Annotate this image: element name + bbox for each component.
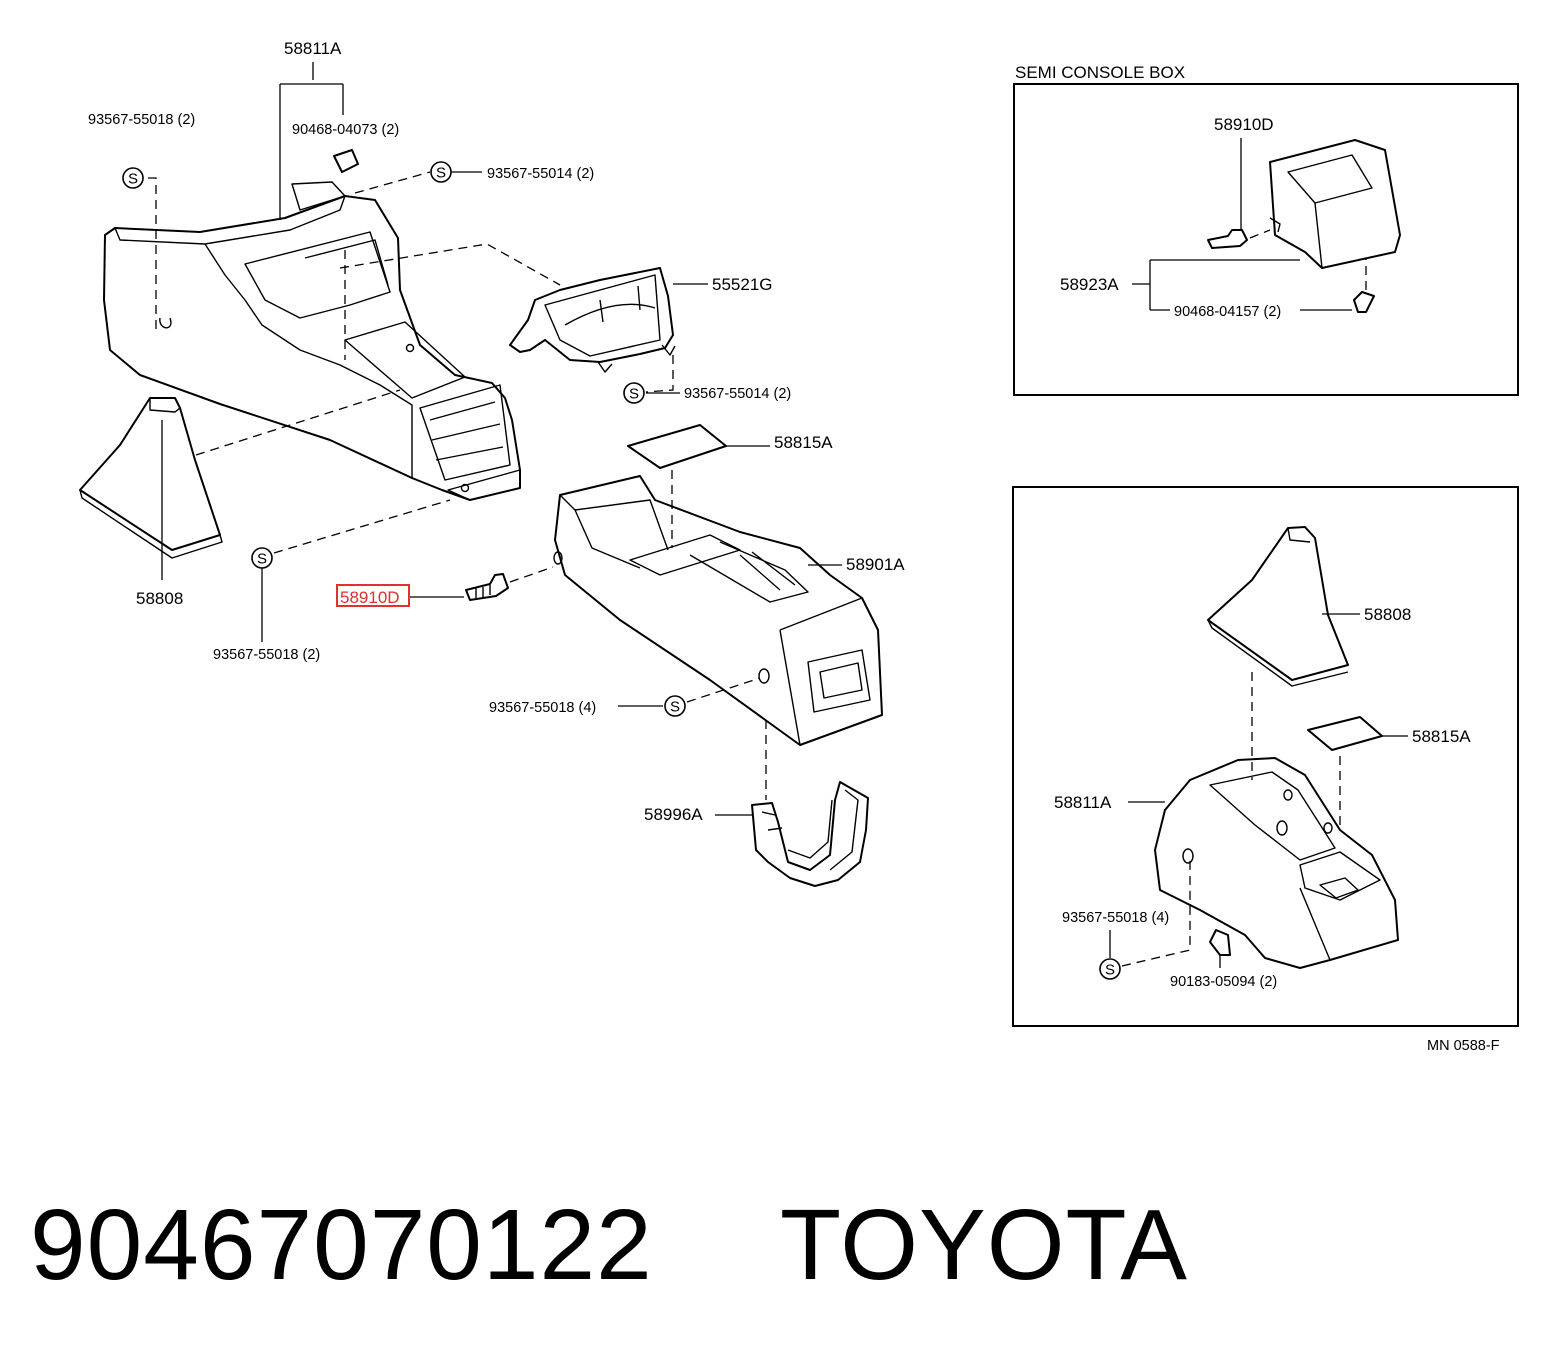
bracket-58996A[interactable]: 58996A	[644, 720, 869, 887]
label-58811A-inset[interactable]: 58811A	[1054, 793, 1112, 812]
rear-console-58901A[interactable]: 58901A	[553, 475, 905, 746]
svg-text:S: S	[1105, 962, 1115, 979]
label-93567-55014-mid[interactable]: 93567-55014 (2)	[684, 386, 791, 402]
screw-58910D-main[interactable]: 58910D	[336, 566, 554, 607]
label-58923A[interactable]: 58923A	[1060, 275, 1119, 294]
screw-93567-55018-4-inset[interactable]: 93567-55018 (4) S	[1062, 860, 1191, 980]
label-93567-55014-top[interactable]: 93567-55014 (2)	[487, 166, 594, 182]
svg-text:S: S	[629, 386, 639, 403]
front-console-58811A-inset[interactable]: 58811A	[1054, 757, 1399, 969]
svg-text:S: S	[670, 699, 680, 716]
label-58808-main[interactable]: 58808	[136, 589, 183, 608]
svg-text:S: S	[257, 551, 267, 568]
svg-text:S: S	[128, 171, 138, 188]
shift-boot-58808-inset[interactable]: 58808	[1207, 526, 1411, 780]
semi-console-title: SEMI CONSOLE BOX	[1015, 63, 1185, 82]
screw-symbol-icon: S	[664, 695, 686, 717]
label-90468-04157[interactable]: 90468-04157 (2)	[1174, 304, 1281, 320]
screw-symbol-icon: S	[1099, 958, 1121, 980]
mat-58815A-main[interactable]: 58815A	[627, 424, 833, 548]
screw-93567-55018-4-main[interactable]: 93567-55018 (4) S	[489, 677, 761, 717]
label-58815A-inset[interactable]: 58815A	[1412, 727, 1471, 746]
screw-symbol-icon: S	[122, 167, 144, 189]
screw-93567-55014-top[interactable]: S 93567-55014 (2)	[354, 161, 594, 194]
semi-console-box-panel: SEMI CONSOLE BOX 58910D 58923A 90468-041…	[1013, 63, 1519, 396]
label-group-58923A: 58923A	[1060, 259, 1300, 311]
bracket-58811A: 58811A	[279, 39, 344, 220]
bezel-55521G[interactable]: 55521G	[509, 267, 773, 373]
label-90468-04073[interactable]: 90468-04073 (2)	[292, 122, 399, 138]
lower-inset-panel: 58808 58815A 58811A 93567-55018 (4)	[1012, 486, 1519, 1027]
label-58996A[interactable]: 58996A	[644, 805, 703, 824]
label-90183-05094[interactable]: 90183-05094 (2)	[1170, 974, 1277, 990]
svg-text:S: S	[436, 165, 446, 182]
label-58808-inset[interactable]: 58808	[1364, 605, 1411, 624]
highlight-box	[336, 584, 410, 607]
label-58901A[interactable]: 58901A	[846, 555, 905, 574]
label-55521G[interactable]: 55521G	[712, 275, 773, 294]
screw-symbol-icon: S	[430, 161, 452, 183]
label-93567-55018-4-main[interactable]: 93567-55018 (4)	[489, 700, 596, 716]
drawing-code: MN 0588-F	[1427, 1038, 1500, 1054]
screw-93567-55018-bottom[interactable]: S 93567-55018 (2)	[213, 499, 451, 663]
screw-symbol-icon: S	[623, 382, 645, 404]
label-58910D-main[interactable]: 58910D	[340, 588, 400, 607]
part-number: 90467070122	[30, 1189, 653, 1301]
brand-name: TOYOTA	[780, 1189, 1188, 1301]
screw-symbol-icon: S	[251, 547, 273, 569]
clip-90468-04073[interactable]: 90468-04073 (2)	[292, 122, 399, 173]
screw-93567-55018-top[interactable]: 93567-55018 (2) S	[88, 112, 195, 330]
label-93567-55018-2-b[interactable]: 93567-55018 (2)	[213, 647, 320, 663]
clip-90468-04157[interactable]: 90468-04157 (2)	[1174, 258, 1375, 320]
screw-58910D-semi[interactable]: 58910D	[1207, 115, 1274, 249]
screw-93567-55014-mid[interactable]: S 93567-55014 (2)	[623, 355, 791, 404]
label-93567-55018-4-inset[interactable]: 93567-55018 (4)	[1062, 910, 1169, 926]
semi-console-box-part[interactable]	[1269, 139, 1401, 269]
label-58815A-main[interactable]: 58815A	[774, 433, 833, 452]
shift-boot-58808[interactable]: 58808	[79, 397, 223, 608]
label-93567-55018-2-a[interactable]: 93567-55018 (2)	[88, 112, 195, 128]
mat-58815A-inset[interactable]: 58815A	[1307, 716, 1471, 830]
clip-90183-05094[interactable]: 90183-05094 (2)	[1170, 929, 1277, 990]
label-58811A[interactable]: 58811A	[284, 39, 342, 58]
label-58910D-semi[interactable]: 58910D	[1214, 115, 1274, 134]
front-console-part[interactable]	[103, 181, 521, 501]
